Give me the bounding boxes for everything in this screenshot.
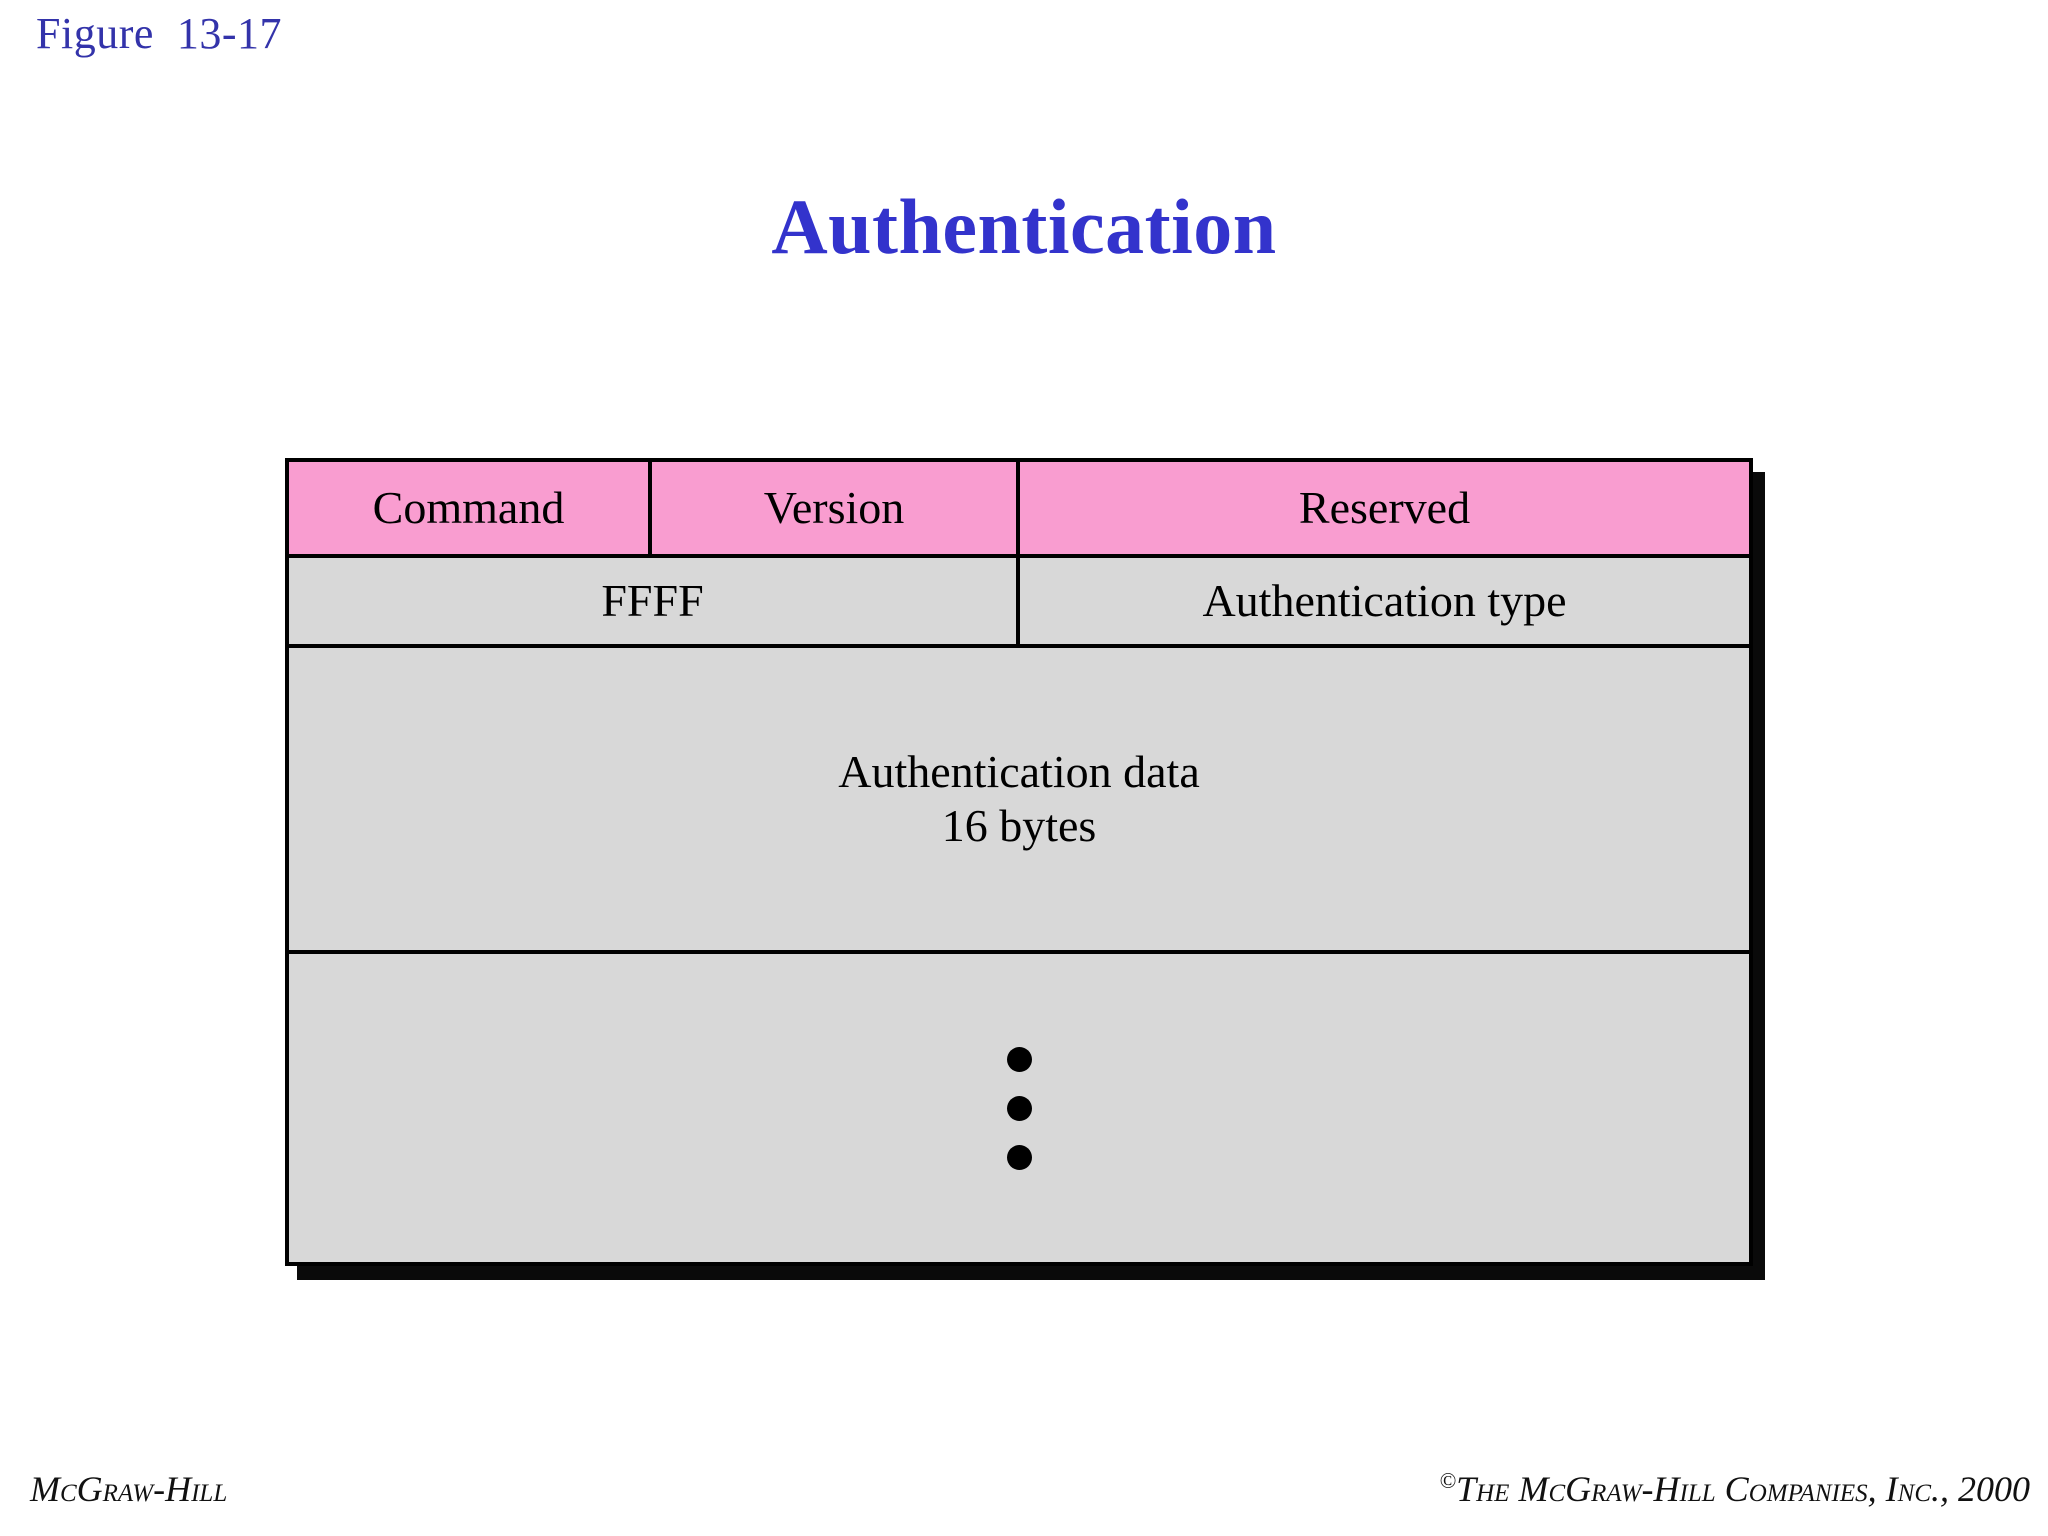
copyright-icon: © bbox=[1439, 1468, 1457, 1493]
footer-copyright: ©The McGraw-Hill Companies, Inc., 2000 bbox=[1439, 1468, 2030, 1510]
vertical-ellipsis-icon bbox=[1006, 1046, 1032, 1170]
cell-continuation bbox=[289, 954, 1749, 1258]
footer-publisher: McGraw-Hill bbox=[30, 1469, 228, 1509]
table-row: FFFF Authentication type bbox=[289, 558, 1749, 648]
figure-label: Figure 13-17 bbox=[36, 9, 283, 58]
authentication-data-size: 16 bytes bbox=[941, 800, 1097, 851]
footer-copyright-text: The McGraw-Hill Companies, Inc., 2000 bbox=[1456, 1469, 2030, 1509]
packet-diagram: Command Version Reserved FFFF Authentica… bbox=[285, 458, 1765, 1280]
cell-authentication-type: Authentication type bbox=[1202, 574, 1567, 626]
ellipsis-dot bbox=[1006, 1046, 1032, 1072]
ellipsis-dot bbox=[1006, 1144, 1032, 1170]
diagram-body: Command Version Reserved FFFF Authentica… bbox=[285, 458, 1753, 1266]
authentication-data-label: Authentication data bbox=[838, 745, 1200, 797]
cell-authentication-data: Authentication data 16 bytes bbox=[289, 648, 1749, 950]
cell-ffff: FFFF bbox=[289, 558, 1020, 644]
cell-reserved: Reserved bbox=[1020, 462, 1749, 554]
table-row bbox=[289, 954, 1749, 1258]
cell-command: Command bbox=[289, 462, 652, 554]
ellipsis-dot bbox=[1006, 1095, 1032, 1121]
page-title: Authentication bbox=[771, 183, 1277, 270]
table-row: Authentication data 16 bytes bbox=[289, 648, 1749, 954]
table-row: Command Version Reserved bbox=[289, 462, 1749, 558]
cell-version: Version bbox=[652, 462, 1020, 554]
